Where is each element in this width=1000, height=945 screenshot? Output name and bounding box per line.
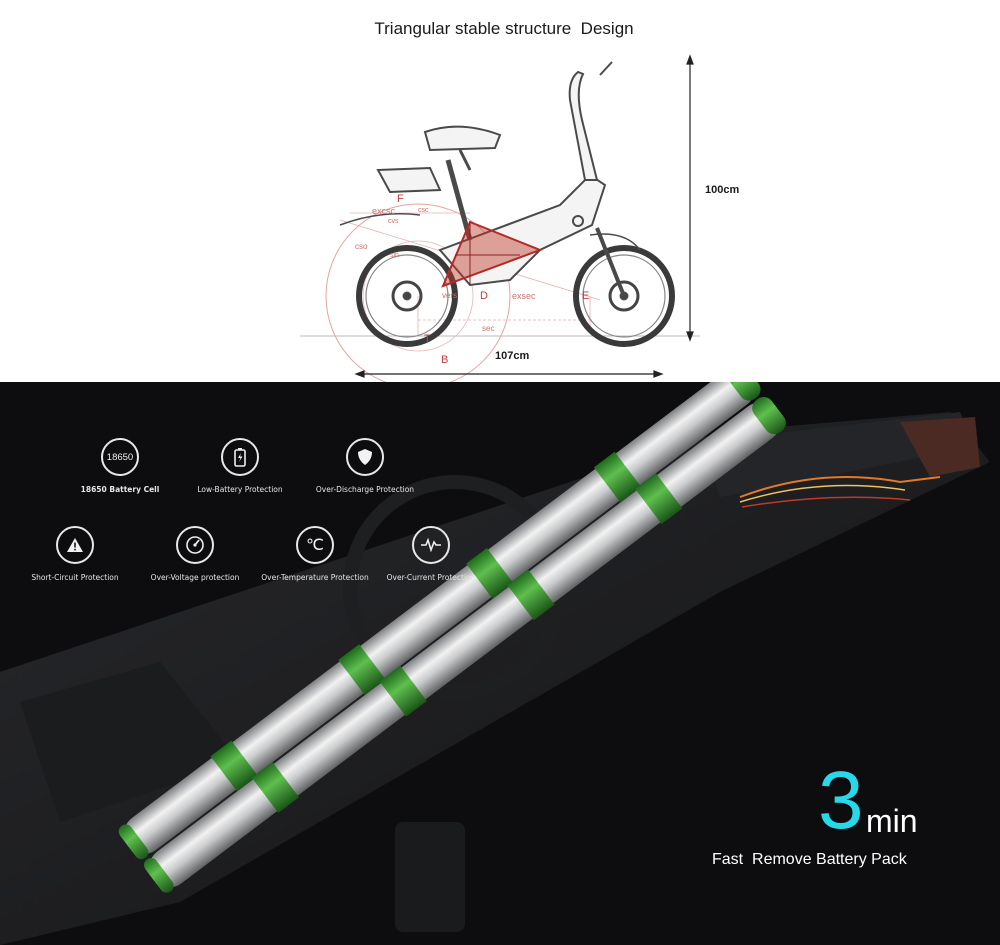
height-label: 100cm bbox=[705, 184, 740, 196]
diagram-note: sec bbox=[482, 324, 495, 333]
promo-unit: min bbox=[866, 803, 918, 839]
diagram-note: exsec bbox=[512, 291, 536, 301]
battery-wires bbox=[739, 476, 941, 498]
celsius-icon: ℃ bbox=[296, 526, 334, 564]
rear-wheel bbox=[356, 245, 458, 347]
warning-icon bbox=[56, 526, 94, 564]
bike-diagram bbox=[300, 54, 700, 382]
stability-triangle bbox=[441, 220, 543, 288]
gauge-icon bbox=[176, 526, 214, 564]
diagram-letter-b: B bbox=[441, 354, 449, 366]
section-title: Triangular stable structure Design bbox=[374, 19, 634, 38]
length-dimension bbox=[354, 370, 664, 378]
geometry-circle-small bbox=[362, 240, 474, 352]
diagram-note: excsc bbox=[372, 206, 396, 216]
diagram-letter-t: T bbox=[424, 333, 431, 345]
feature-18650: 18650 18650 Battery Cell bbox=[55, 438, 185, 494]
pulse-icon bbox=[412, 526, 450, 564]
diagram-note: csc bbox=[418, 207, 429, 214]
feature-over-discharge: Over-Discharge Protection bbox=[300, 438, 430, 494]
promo-number: 3 bbox=[818, 755, 864, 846]
diagram-note: vers bbox=[442, 291, 458, 300]
length-label: 107cm bbox=[495, 350, 530, 362]
bike-diagram-section: Triangular stable structure Design bbox=[0, 0, 1000, 382]
feature-short-circuit: Short-Circuit Protection bbox=[10, 526, 140, 582]
diagram-letter-d: D bbox=[480, 290, 488, 302]
battery-cells bbox=[118, 382, 786, 893]
diagram-note: cvs bbox=[388, 218, 399, 225]
battery-section: 18650 18650 Battery Cell Low-Battery Pro… bbox=[0, 382, 1000, 945]
feature-over-voltage: Over-Voltage protection bbox=[130, 526, 260, 582]
geometry-circle bbox=[325, 203, 511, 382]
height-dimension bbox=[686, 54, 694, 342]
18650-icon: 18650 bbox=[101, 438, 139, 476]
diagram-letter-e: E bbox=[582, 290, 590, 302]
shield-icon bbox=[346, 438, 384, 476]
feature-over-temperature: ℃ Over-Temperature Protection bbox=[250, 526, 380, 582]
diagram-letter-f: F bbox=[397, 193, 404, 205]
feature-over-current: Over-Current Protection bbox=[366, 526, 496, 582]
promo-caption: Fast Remove Battery Pack bbox=[712, 851, 907, 868]
bike-frame bbox=[339, 61, 641, 297]
diagram-note: cso bbox=[355, 242, 368, 251]
diagram-note: sin bbox=[390, 252, 399, 259]
low-battery-icon bbox=[221, 438, 259, 476]
feature-low-battery: Low-Battery Protection bbox=[175, 438, 305, 494]
battery-pack-illustration bbox=[0, 382, 990, 945]
